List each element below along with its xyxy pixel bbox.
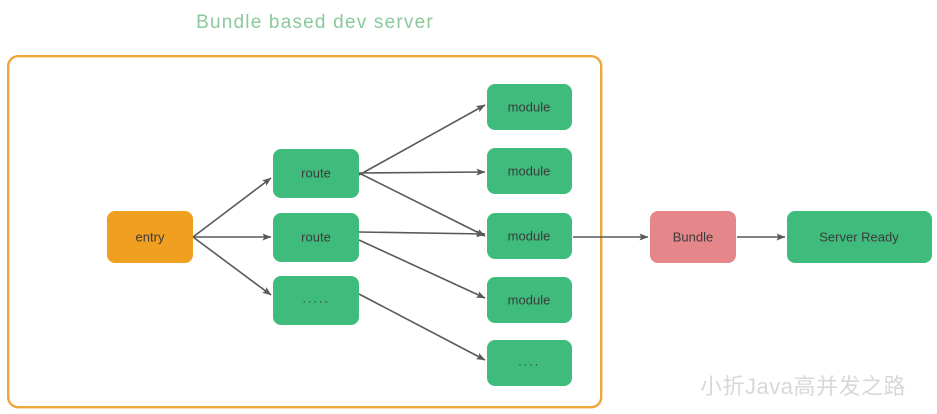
node-route2[interactable]: route (273, 213, 359, 262)
node-route3-box[interactable] (273, 276, 359, 325)
node-route1-box[interactable] (273, 149, 359, 198)
node-entry-box[interactable] (107, 211, 193, 263)
node-route2-box[interactable] (273, 213, 359, 262)
edge-route2-to-module3 (358, 230, 486, 238)
node-module3-box[interactable] (487, 213, 572, 259)
node-module2[interactable]: module (487, 148, 572, 194)
node-server-ready[interactable]: Server Ready (787, 211, 932, 263)
edge-route1-to-module2 (358, 168, 486, 176)
watermark-text: 小折Java高并发之路 (700, 374, 906, 399)
node-module5-box[interactable] (487, 340, 572, 386)
node-bundle-box[interactable] (650, 211, 736, 263)
node-module1-box[interactable] (487, 84, 572, 130)
edge-group (192, 104, 786, 361)
edge-route3-to-module5 (358, 293, 486, 361)
node-module1[interactable]: module (487, 84, 572, 130)
node-server-ready-box[interactable] (787, 211, 932, 263)
edge-route1-to-module1 (358, 104, 486, 176)
node-module5-ellipsis[interactable]: ···· (487, 340, 572, 386)
node-route1[interactable]: route (273, 149, 359, 198)
node-module4[interactable]: module (487, 277, 572, 323)
node-route3-ellipsis[interactable]: ····· (273, 276, 359, 325)
node-module4-box[interactable] (487, 277, 572, 323)
edge-route2-to-module4 (358, 239, 486, 299)
edge-entry-to-route3 (192, 236, 272, 296)
node-module3[interactable]: module (487, 213, 572, 259)
node-bundle[interactable]: Bundle (650, 211, 736, 263)
edge-route1-to-module3 (358, 172, 486, 237)
edge-entry-to-route1 (192, 177, 272, 238)
node-module2-box[interactable] (487, 148, 572, 194)
bundle-scope-frame (6, 55, 603, 409)
diagram-title: Bundle based dev server (196, 12, 434, 33)
node-entry[interactable]: entry (107, 211, 193, 263)
